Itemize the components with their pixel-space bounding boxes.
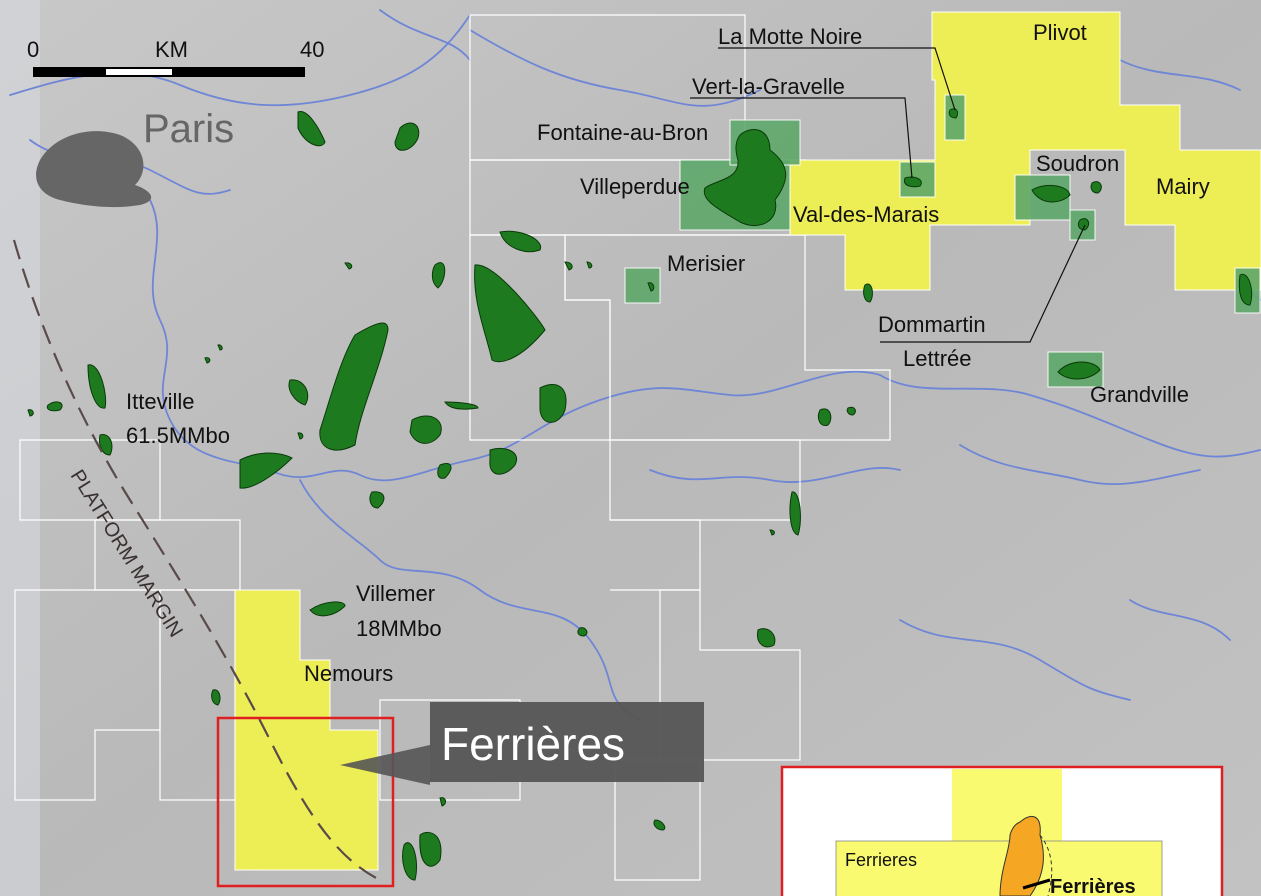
label-merisier: Merisier [667,251,745,276]
label-val-des-marais: Val-des-Marais [793,202,939,227]
leader-lines [690,47,1086,343]
scale-zero: 0 [27,37,39,62]
inset-permit-label: Ferrieres [845,850,917,870]
label-la-motte-noire: La Motte Noire [718,24,862,49]
inset-ferrieres-field [999,815,1044,896]
label-mairy: Mairy [1156,174,1210,199]
label-soudron: Soudron [1036,151,1119,176]
label-grandville: Grandville [1090,382,1189,407]
label-itteville: Itteville [126,389,194,414]
plivot-licence [789,11,1261,291]
label-villeperdue: Villeperdue [580,174,690,199]
inset-map[interactable] [780,765,1224,896]
ferrieres-highlight-box[interactable] [216,716,395,888]
callout-box [430,702,704,782]
paris-label: Paris [143,107,234,151]
scale-bar [33,67,305,77]
label-fontaine-au-bron: Fontaine-au-Bron [537,120,708,145]
platform-margin-line [12,239,381,881]
callout-pointer [340,745,430,785]
scale-unit: KM [155,37,188,62]
yellow-licences [234,11,1261,871]
label-itteville-volume: 61.5MMbo [126,423,230,448]
label-dommartin: Dommartin [878,312,986,337]
scale-max: 40 [300,37,324,62]
callout-title: Ferrières [441,718,625,770]
label-lettree: Lettrée [903,346,972,371]
paris-urban-area [36,131,152,208]
label-plivot: Plivot [1033,20,1087,45]
oil-fields [27,108,1253,881]
nemours-licence [234,589,379,871]
label-villemer-volume: 18MMbo [356,616,442,641]
inset-field-label: Ferrières [1050,876,1136,896]
label-vert-la-gravelle: Vert-la-Gravelle [692,74,845,99]
label-nemours: Nemours [304,661,393,686]
label-villemer: Villemer [356,581,435,606]
